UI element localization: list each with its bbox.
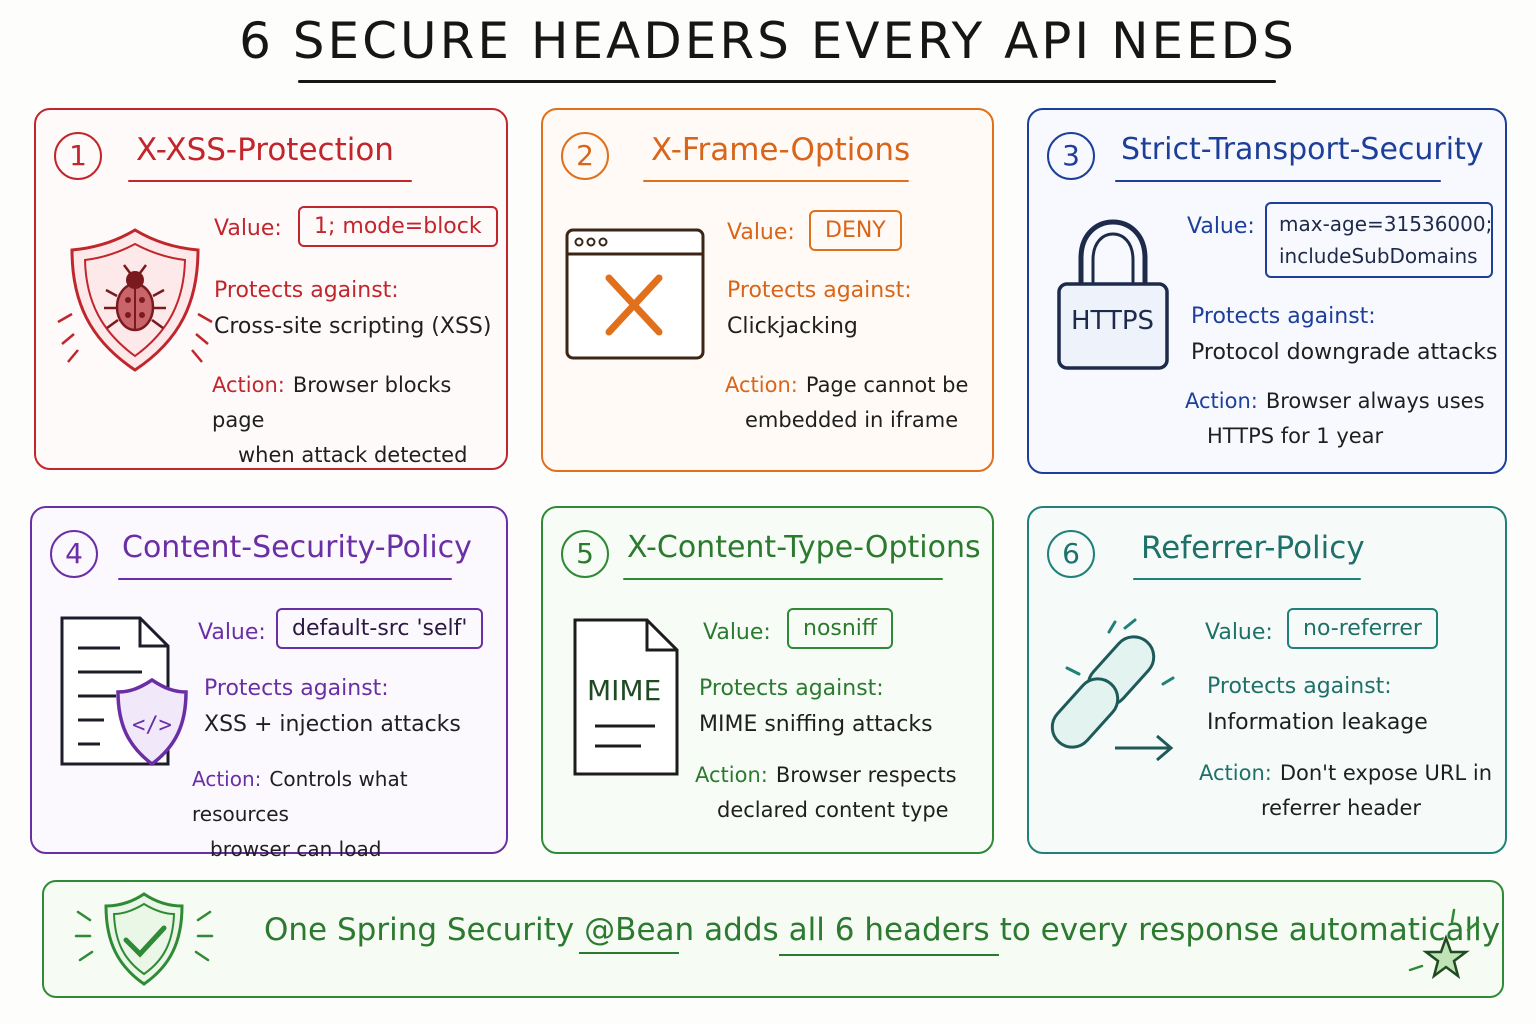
value-line-1: max-age=31536000;	[1279, 212, 1493, 236]
protects-label: Protects against:	[1207, 674, 1392, 699]
card-referrer-policy: 6 Referrer-Policy Value: no-referrer Pro…	[1027, 506, 1507, 854]
action-label: Action:	[192, 767, 262, 791]
value-label: Value:	[703, 620, 771, 645]
protects-text: Protocol downgrade attacks	[1191, 340, 1498, 365]
value-box: no-referrer	[1287, 608, 1438, 649]
protects-text: XSS + injection attacks	[204, 712, 461, 737]
header-underline	[643, 180, 909, 182]
number-badge: 6	[1047, 530, 1095, 578]
value-box: nosniff	[787, 608, 894, 649]
protects-text: MIME sniffing attacks	[699, 712, 933, 737]
action-line-2: referrer header	[1261, 796, 1422, 820]
action-label: Action:	[695, 763, 768, 787]
shield-check-icon	[74, 892, 214, 986]
value-box: default-src 'self'	[276, 608, 484, 649]
action-text: Action: Don't expose URL in referrer head…	[1199, 756, 1499, 826]
headers-underline	[779, 954, 999, 956]
header-name: X-XSS-Protection	[136, 132, 394, 168]
card-x-frame-options: 2 X-Frame-Options Value: DENY Protects a…	[541, 108, 994, 472]
bean-underline	[579, 952, 679, 954]
header-name: X-Content-Type-Options	[627, 530, 981, 565]
protects-text: Clickjacking	[727, 314, 858, 339]
value-label: Value:	[198, 620, 266, 645]
number-badge: 5	[561, 530, 609, 578]
svg-text:</>: </>	[132, 713, 172, 738]
header-underline	[1115, 180, 1441, 182]
footer-part-1: One Spring Security	[264, 912, 575, 948]
action-line-1: Browser respects	[775, 763, 957, 787]
action-text: Action:Controls what resources browser c…	[192, 762, 502, 867]
card-strict-transport-security: 3 Strict-Transport-Security HTTPS Value:…	[1027, 108, 1507, 474]
action-line-2: embedded in iframe	[745, 408, 959, 432]
protects-label: Protects against:	[214, 278, 399, 303]
header-name: Strict-Transport-Security	[1121, 132, 1484, 167]
mime-label: MIME	[587, 674, 662, 707]
action-line-1: Browser blocks page	[212, 373, 452, 432]
header-underline	[128, 180, 412, 182]
value-label: Value:	[1205, 620, 1273, 645]
footer-part-3: adds	[704, 912, 779, 948]
value-box: max-age=31536000; includeSubDomains	[1265, 202, 1493, 278]
number-badge: 3	[1047, 132, 1095, 180]
action-text: Action:Browser blocks page when attack d…	[212, 368, 502, 473]
action-label: Action:	[1185, 389, 1258, 413]
protects-label: Protects against:	[204, 676, 389, 701]
card-x-xss-protection: 1 X-XSS-Protection Value: 1; mode=block …	[34, 108, 508, 470]
protects-label: Protects against:	[699, 676, 884, 701]
action-line-2: when attack detected	[238, 443, 468, 467]
browser-window-x-icon	[565, 228, 705, 360]
padlock-icon	[1057, 219, 1169, 370]
document-shield-code-icon: </>	[60, 616, 188, 767]
title-underline	[298, 80, 1276, 83]
action-line-1: Don't expose URL in	[1279, 761, 1493, 785]
number-badge: 1	[54, 132, 102, 180]
mime-document-icon	[573, 618, 679, 776]
action-label: Action:	[212, 373, 285, 397]
value-label: Value:	[214, 216, 282, 241]
header-underline	[118, 578, 452, 580]
footer-part-2: @Bean	[584, 912, 695, 948]
action-text: Action: Browser always uses HTTPS for 1 y…	[1185, 384, 1495, 454]
footer-part-4: all 6 headers	[788, 912, 990, 948]
header-underline	[1133, 578, 1361, 580]
number-badge: 2	[561, 132, 609, 180]
card-content-security-policy: 4 Content-Security-Policy </> Value: def…	[30, 506, 508, 861]
action-text: Action: Page cannot be embedded in iframe	[725, 368, 985, 438]
action-line-1: Page cannot be	[805, 373, 969, 397]
action-line-2: declared content type	[717, 798, 949, 822]
action-line-2: HTTPS for 1 year	[1207, 424, 1384, 448]
action-label: Action:	[1199, 761, 1272, 785]
footer-part-5: to every response automatically	[999, 912, 1501, 948]
header-name: Referrer-Policy	[1141, 530, 1365, 566]
shield-bug-icon	[57, 228, 213, 372]
page-title: 6 SECURE HEADERS EVERY API NEEDS	[239, 12, 1297, 70]
action-text: Action: Browser respects declared content…	[695, 758, 985, 828]
header-name: X-Frame-Options	[651, 132, 911, 168]
action-label: Action:	[725, 373, 798, 397]
value-label: Value:	[727, 220, 795, 245]
action-line-2: browser can load	[210, 837, 382, 861]
action-line-1: Controls what resources	[192, 767, 408, 826]
action-line-1: Browser always uses	[1265, 389, 1485, 413]
protects-text: Information leakage	[1207, 710, 1428, 735]
value-box: DENY	[809, 210, 902, 251]
protects-label: Protects against:	[727, 278, 912, 303]
number-badge: 4	[50, 530, 98, 578]
value-line-2: includeSubDomains	[1279, 244, 1478, 268]
broken-chain-arrow-icon	[1050, 618, 1175, 762]
card-x-content-type-options: 5 X-Content-Type-Options MIME Value: nos…	[541, 506, 994, 854]
header-underline	[623, 578, 943, 580]
value-box: 1; mode=block	[298, 206, 498, 247]
star-icon	[1408, 908, 1480, 980]
protects-text: Cross-site scripting (XSS)	[214, 314, 492, 339]
padlock-text: HTTPS	[1071, 306, 1155, 336]
header-name: Content-Security-Policy	[122, 530, 472, 565]
protects-label: Protects against:	[1191, 304, 1376, 329]
value-label: Value:	[1187, 214, 1255, 239]
